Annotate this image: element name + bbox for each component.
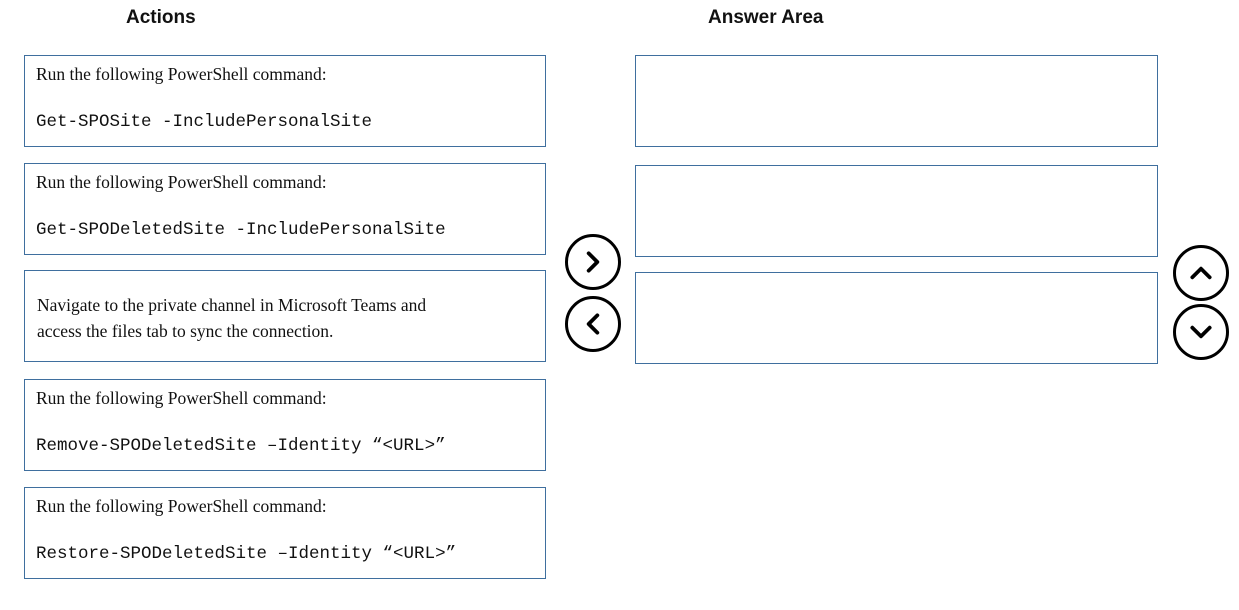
action-instruction: Run the following PowerShell command: [36, 64, 327, 84]
answer-slot-3[interactable] [635, 272, 1158, 364]
action-instruction: Run the following PowerShell command: [36, 388, 327, 408]
chevron-down-icon [1190, 325, 1212, 339]
answer-area-heading: Answer Area [708, 7, 824, 28]
action-item-navigate-private-channel[interactable]: Navigate to the private channel in Micro… [24, 270, 546, 362]
move-up-button[interactable] [1173, 245, 1229, 301]
action-command: Get-SPOSite -IncludePersonalSite [36, 112, 373, 132]
action-description-line: Navigate to the private channel in Micro… [37, 295, 427, 315]
action-description: Navigate to the private channel in Micro… [37, 292, 517, 344]
action-instruction: Run the following PowerShell command: [36, 496, 327, 516]
move-right-button[interactable] [565, 234, 621, 290]
action-command: Restore-SPODeletedSite –Identity “<URL>” [36, 544, 457, 564]
action-description-line: access the files tab to sync the connect… [37, 321, 334, 341]
move-down-button[interactable] [1173, 304, 1229, 360]
chevron-up-icon [1190, 266, 1212, 280]
action-item-get-spo-site[interactable]: Run the following PowerShell command: Ge… [24, 55, 546, 147]
action-command: Remove-SPODeletedSite –Identity “<URL>” [36, 436, 446, 456]
chevron-left-icon [586, 313, 600, 335]
actions-heading: Actions [126, 7, 196, 28]
move-left-button[interactable] [565, 296, 621, 352]
action-item-remove-spo-deleted-site[interactable]: Run the following PowerShell command: Re… [24, 379, 546, 471]
action-item-get-spo-deleted-site[interactable]: Run the following PowerShell command: Ge… [24, 163, 546, 255]
answer-slot-2[interactable] [635, 165, 1158, 257]
answer-slot-1[interactable] [635, 55, 1158, 147]
action-command: Get-SPODeletedSite -IncludePersonalSite [36, 220, 446, 240]
action-instruction: Run the following PowerShell command: [36, 172, 327, 192]
action-item-restore-spo-deleted-site[interactable]: Run the following PowerShell command: Re… [24, 487, 546, 579]
chevron-right-icon [586, 251, 600, 273]
